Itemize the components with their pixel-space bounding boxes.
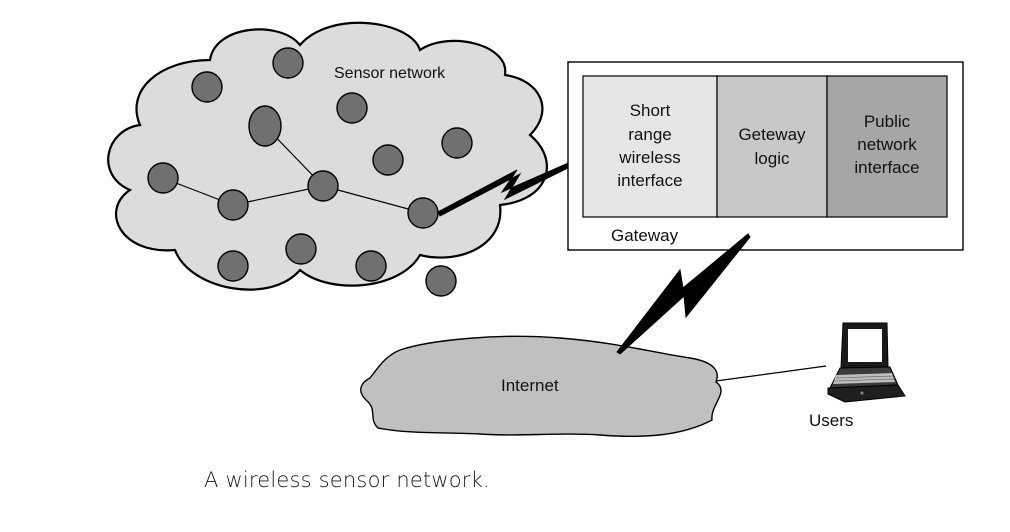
gateway-module-short-range xyxy=(582,75,718,218)
figure-caption: A wireless sensor network. xyxy=(204,468,490,492)
sensor-node xyxy=(355,250,387,282)
sensor-node xyxy=(285,233,317,265)
internet-label: Internet xyxy=(501,376,559,395)
sensor-network-label: Sensor network xyxy=(334,65,446,82)
sensor-nodes xyxy=(147,47,473,297)
gateway-module-label: network xyxy=(857,135,917,154)
gateway-module-label: wireless xyxy=(618,148,680,167)
sensor-node xyxy=(191,71,223,103)
sensor-node xyxy=(441,127,473,159)
sensor-node xyxy=(217,250,249,282)
sensor-network-cloud xyxy=(107,21,548,291)
laptop-icon xyxy=(827,322,906,403)
wireless-link-bolt-gateway-to-internet xyxy=(616,233,751,355)
gateway-module-label: interface xyxy=(854,158,919,177)
users-label: Users xyxy=(809,411,853,430)
sensor-node xyxy=(147,162,179,194)
wired-link-internet-to-user xyxy=(715,365,827,382)
sensor-node xyxy=(407,197,439,229)
gateway-module-label: range xyxy=(628,125,671,144)
gateway-module-label: Public xyxy=(864,112,911,131)
internet-cloud xyxy=(360,335,722,438)
sensor-node xyxy=(217,189,249,221)
sensor-node xyxy=(425,265,457,297)
link xyxy=(322,185,424,214)
gateway-module-label: logic xyxy=(755,149,790,168)
sensor-node xyxy=(307,170,339,202)
gateway-module-public-interface xyxy=(826,75,948,218)
sensor-node xyxy=(336,92,368,124)
gateway-module-label: interface xyxy=(617,171,682,190)
gateway-module-label: Short xyxy=(630,101,671,120)
sensor-node xyxy=(248,105,282,147)
gateway-module-logic xyxy=(716,75,828,218)
sensor-node xyxy=(372,144,404,176)
sensor-node xyxy=(272,47,304,79)
gateway-label: Gateway xyxy=(611,226,679,245)
gateway-module-label: Geteway xyxy=(738,125,806,144)
